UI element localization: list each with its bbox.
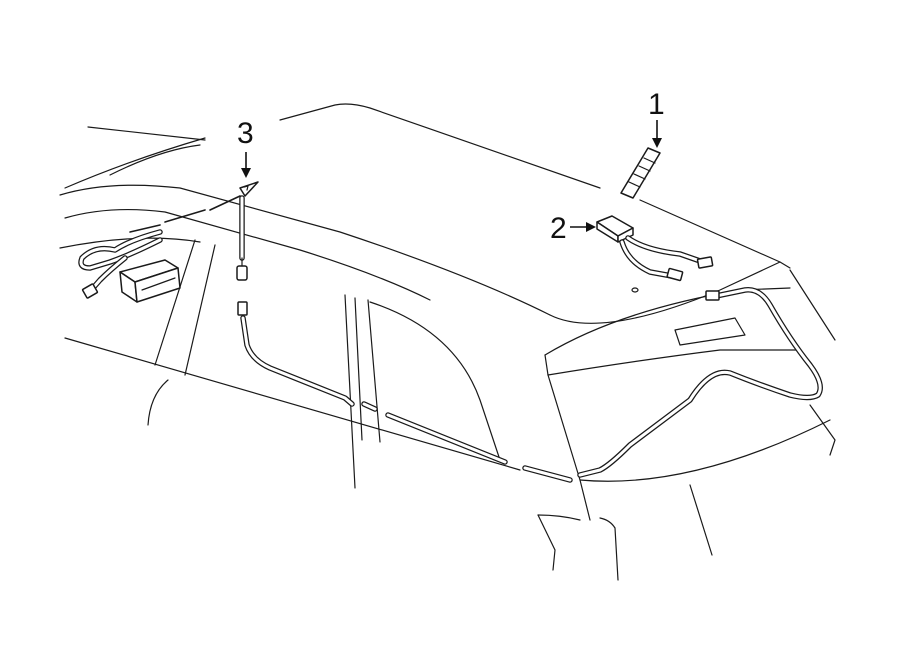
roof-antenna-mast bbox=[620, 147, 661, 199]
callout-3-label: 3 bbox=[237, 117, 254, 150]
callout-2-label: 2 bbox=[550, 212, 567, 245]
callout-1-label: 1 bbox=[648, 88, 665, 121]
callout-3: 3 bbox=[237, 117, 254, 178]
callout-2-arrowhead bbox=[586, 222, 596, 232]
callout-1-arrowhead bbox=[652, 138, 662, 148]
callout-3-arrowhead bbox=[241, 168, 251, 178]
callout-1: 1 bbox=[648, 88, 665, 148]
antenna-clip bbox=[209, 181, 259, 281]
vehicle-body bbox=[59, 103, 836, 581]
callout-2: 2 bbox=[550, 212, 596, 245]
rear-cable bbox=[522, 287, 823, 483]
front-wiring-harness bbox=[78, 229, 181, 303]
antenna-base-module bbox=[596, 215, 714, 293]
side-cable bbox=[237, 301, 508, 465]
